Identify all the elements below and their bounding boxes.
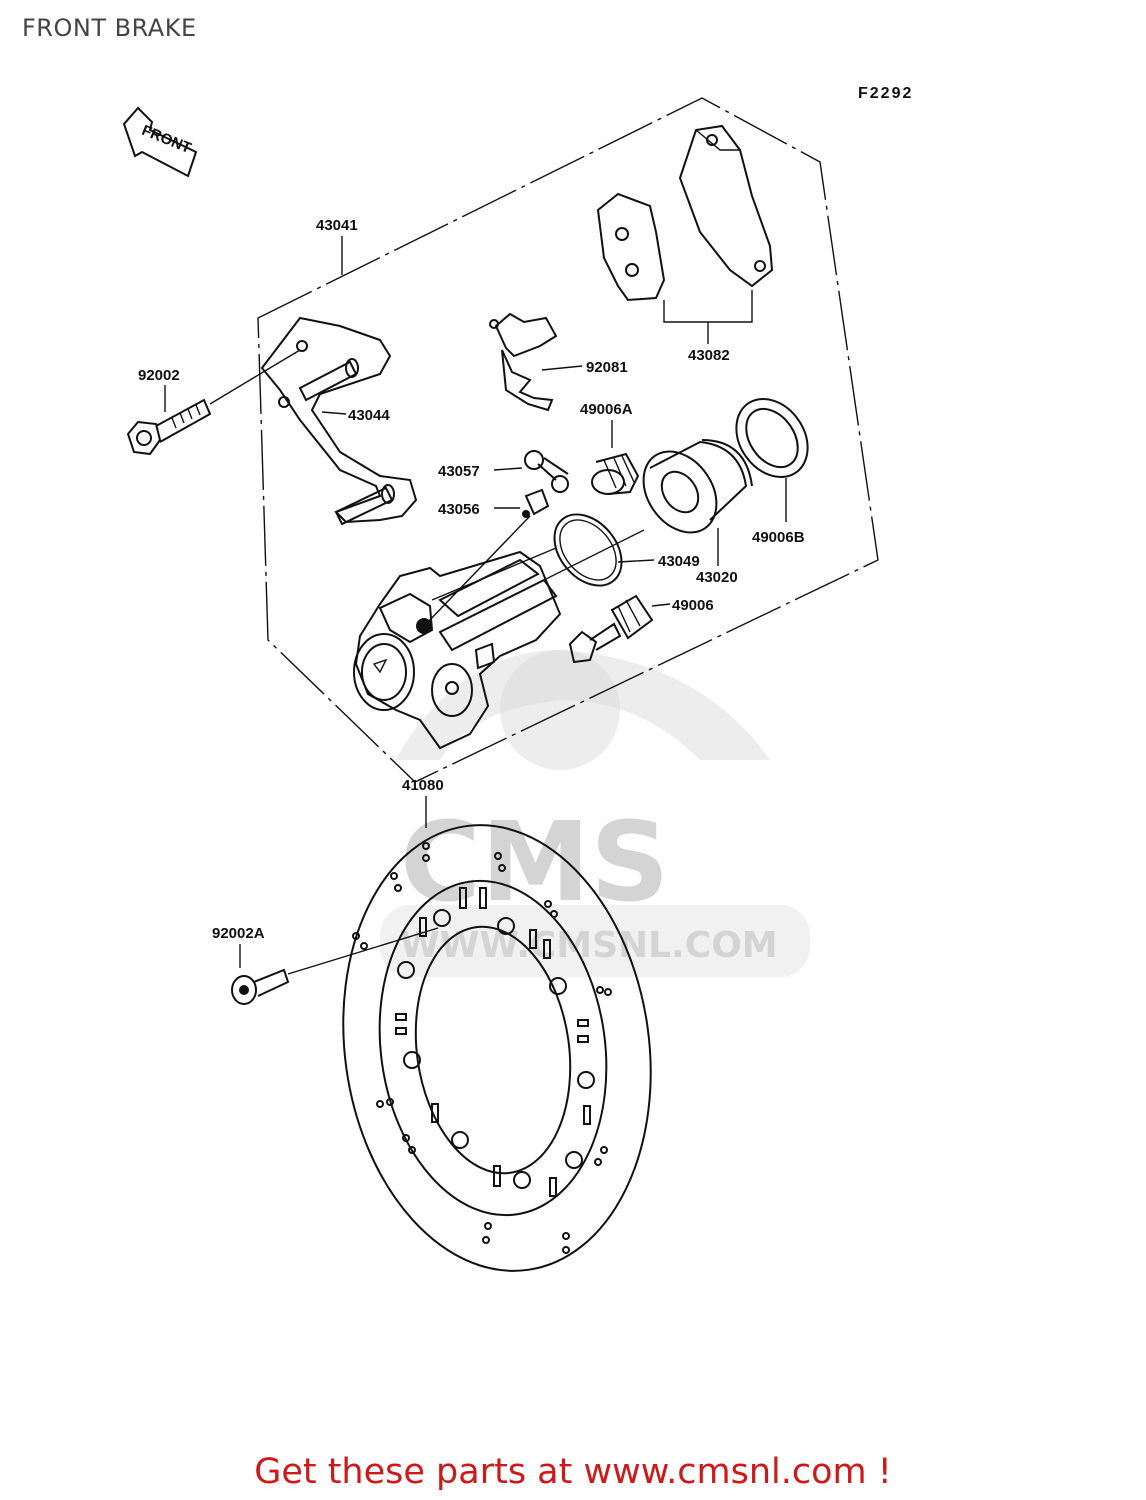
- part-label-43041: 43041: [316, 217, 358, 234]
- part-label-41080: 41080: [402, 777, 444, 794]
- part-43056[interactable]: 43056: [438, 488, 550, 518]
- part-43044[interactable]: 43044: [260, 316, 418, 526]
- watermark-url-text: WWW.CMSNL.COM: [400, 925, 778, 966]
- part-43057[interactable]: 43057: [438, 450, 569, 493]
- part-49006a[interactable]: 49006A: [580, 401, 640, 495]
- part-label-49006b: 49006B: [752, 529, 805, 546]
- part-43082[interactable]: 43082: [596, 124, 774, 364]
- part-label-43057: 43057: [438, 463, 480, 480]
- brake-disc-icon: [342, 824, 652, 1272]
- part-49006b[interactable]: 49006B: [722, 385, 823, 546]
- part-92002[interactable]: 92002: [126, 349, 301, 456]
- part-label-43020: 43020: [696, 569, 738, 586]
- caliper-body-icon: [353, 515, 645, 750]
- front-label: FRONT: [139, 122, 193, 157]
- watermark-logo-text: CMS: [400, 798, 669, 926]
- part-label-92002a: 92002A: [212, 925, 265, 942]
- bleeder-cap-icon: [524, 450, 569, 493]
- part-41080[interactable]: 41080: [315, 777, 678, 1291]
- bleeder-valve-icon: [522, 488, 550, 518]
- get-parts-link[interactable]: Get these parts at www.cmsnl.com !: [254, 1452, 892, 1492]
- part-49006[interactable]: 49006: [568, 594, 714, 664]
- part-label-43044: 43044: [348, 407, 390, 424]
- front-direction-arrow: FRONT: [122, 106, 198, 178]
- page-title: FRONT BRAKE: [22, 14, 197, 42]
- part-92081[interactable]: 92081: [489, 312, 628, 412]
- piston-icon: [642, 439, 753, 534]
- slide-pin-icon: [568, 594, 654, 664]
- part-label-92081: 92081: [586, 359, 628, 376]
- bolt-icon: [126, 398, 212, 456]
- part-label-43056: 43056: [438, 501, 480, 518]
- part-label-43049: 43049: [658, 553, 700, 570]
- caliper-bracket-icon: [260, 316, 418, 526]
- pad-spring-icon: [489, 312, 558, 412]
- part-43041[interactable]: 43041: [316, 217, 358, 275]
- part-43049[interactable]: 43049: [541, 501, 700, 598]
- dust-seal-icon: [735, 398, 809, 478]
- brake-pad-icon: [596, 124, 774, 302]
- part-92002a[interactable]: 92002A: [212, 925, 439, 1005]
- part-label-49006a: 49006A: [580, 401, 633, 418]
- part-label-49006: 49006: [672, 597, 714, 614]
- part-label-92002: 92002: [138, 367, 180, 384]
- cmsnl-watermark: CMS WWW.CMSNL.COM: [380, 650, 810, 977]
- caliper-assembly-outline: [257, 97, 879, 783]
- dust-boot-icon: [591, 452, 640, 495]
- disc-bolt-icon: [231, 968, 290, 1005]
- part-43020[interactable]: 43020: [629, 438, 753, 586]
- part-label-43082: 43082: [688, 347, 730, 364]
- figure-code: F2292: [858, 85, 913, 102]
- piston-seal-icon: [553, 513, 623, 587]
